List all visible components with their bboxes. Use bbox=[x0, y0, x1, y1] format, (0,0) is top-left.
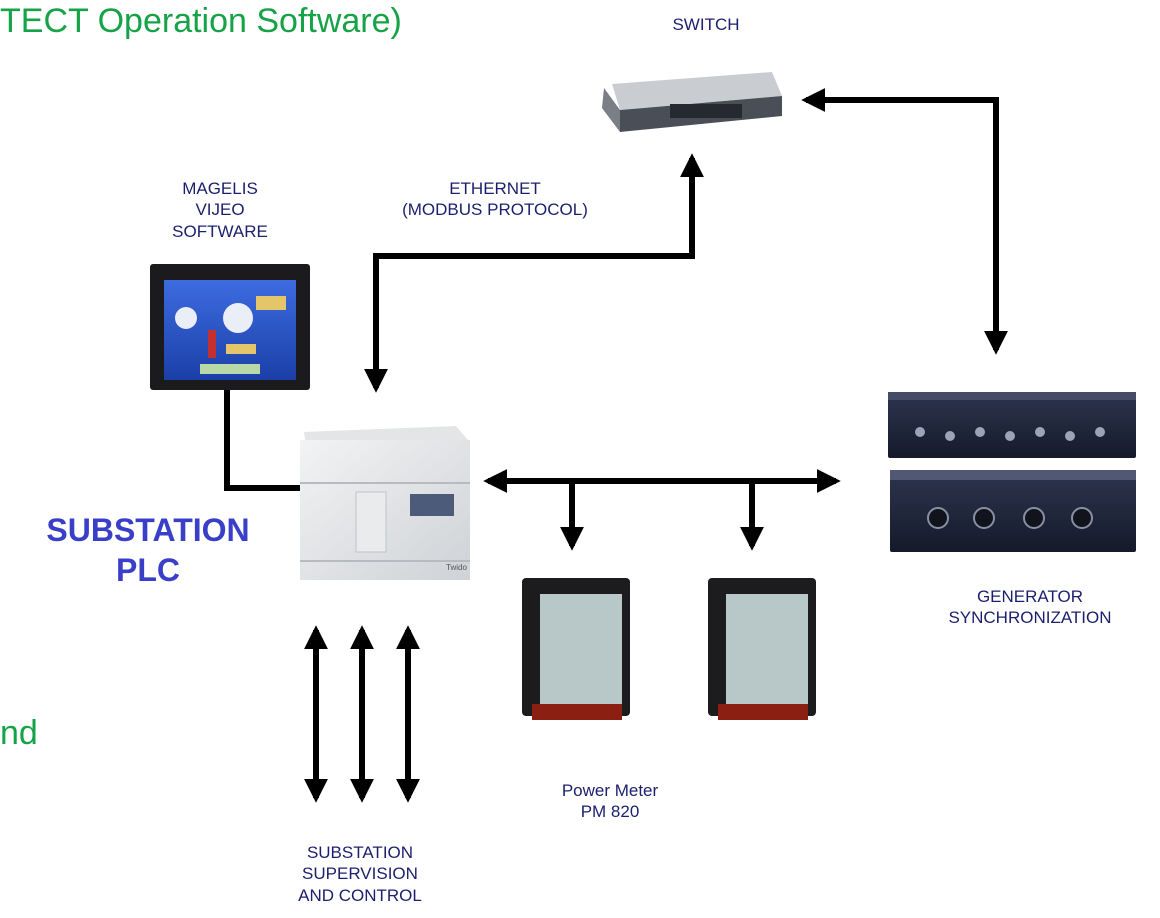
generator-label-line-1: GENERATOR bbox=[976, 587, 1084, 606]
supervision-label-line-2: SUPERVISION bbox=[302, 864, 418, 884]
switch-to-generator-arrow bbox=[801, 88, 1008, 355]
generator-sync-device bbox=[888, 392, 1136, 552]
plc-label-line-1: SUBSTATION bbox=[46, 512, 250, 548]
magelis-label-line-2: VIJEO bbox=[195, 200, 245, 220]
side-text-fragment: nd bbox=[0, 714, 38, 752]
switch-label: SWITCH bbox=[672, 15, 740, 34]
plc-label-line-2: PLC bbox=[116, 552, 180, 588]
generator-label-line-2: SYNCHRONIZATION bbox=[948, 608, 1112, 628]
magelis-label-line-1: MAGELIS bbox=[182, 179, 258, 198]
supervision-label-line-3: AND CONTROL bbox=[298, 885, 422, 905]
power-meter-label: Power Meter PM 820 bbox=[520, 780, 700, 823]
generator-label: GENERATOR SYNCHRONIZATION bbox=[900, 586, 1160, 629]
switch-device bbox=[602, 72, 782, 132]
power-meter-label-line-2: PM 820 bbox=[580, 802, 640, 822]
header-title-fragment: TECT Operation Software) bbox=[0, 2, 402, 40]
magelis-label-line-3: SOFTWARE bbox=[172, 221, 268, 241]
power-meter-1 bbox=[522, 578, 630, 720]
hmi-to-plc-line bbox=[224, 390, 300, 491]
plc-label: SUBSTATION PLC bbox=[18, 510, 278, 590]
plc-device: Twido bbox=[300, 426, 470, 580]
magelis-hmi-device bbox=[150, 264, 310, 390]
plc-brand-text: Twido bbox=[446, 563, 467, 572]
supervision-label-line-1: SUBSTATION bbox=[306, 843, 414, 862]
ethernet-plc-switch-arrow bbox=[364, 153, 704, 393]
power-meter-label-line-1: Power Meter bbox=[561, 781, 659, 800]
magelis-label: MAGELIS VIJEO SOFTWARE bbox=[140, 178, 300, 242]
power-meter-2 bbox=[708, 578, 816, 720]
supervision-label: SUBSTATION SUPERVISION AND CONTROL bbox=[260, 842, 460, 906]
